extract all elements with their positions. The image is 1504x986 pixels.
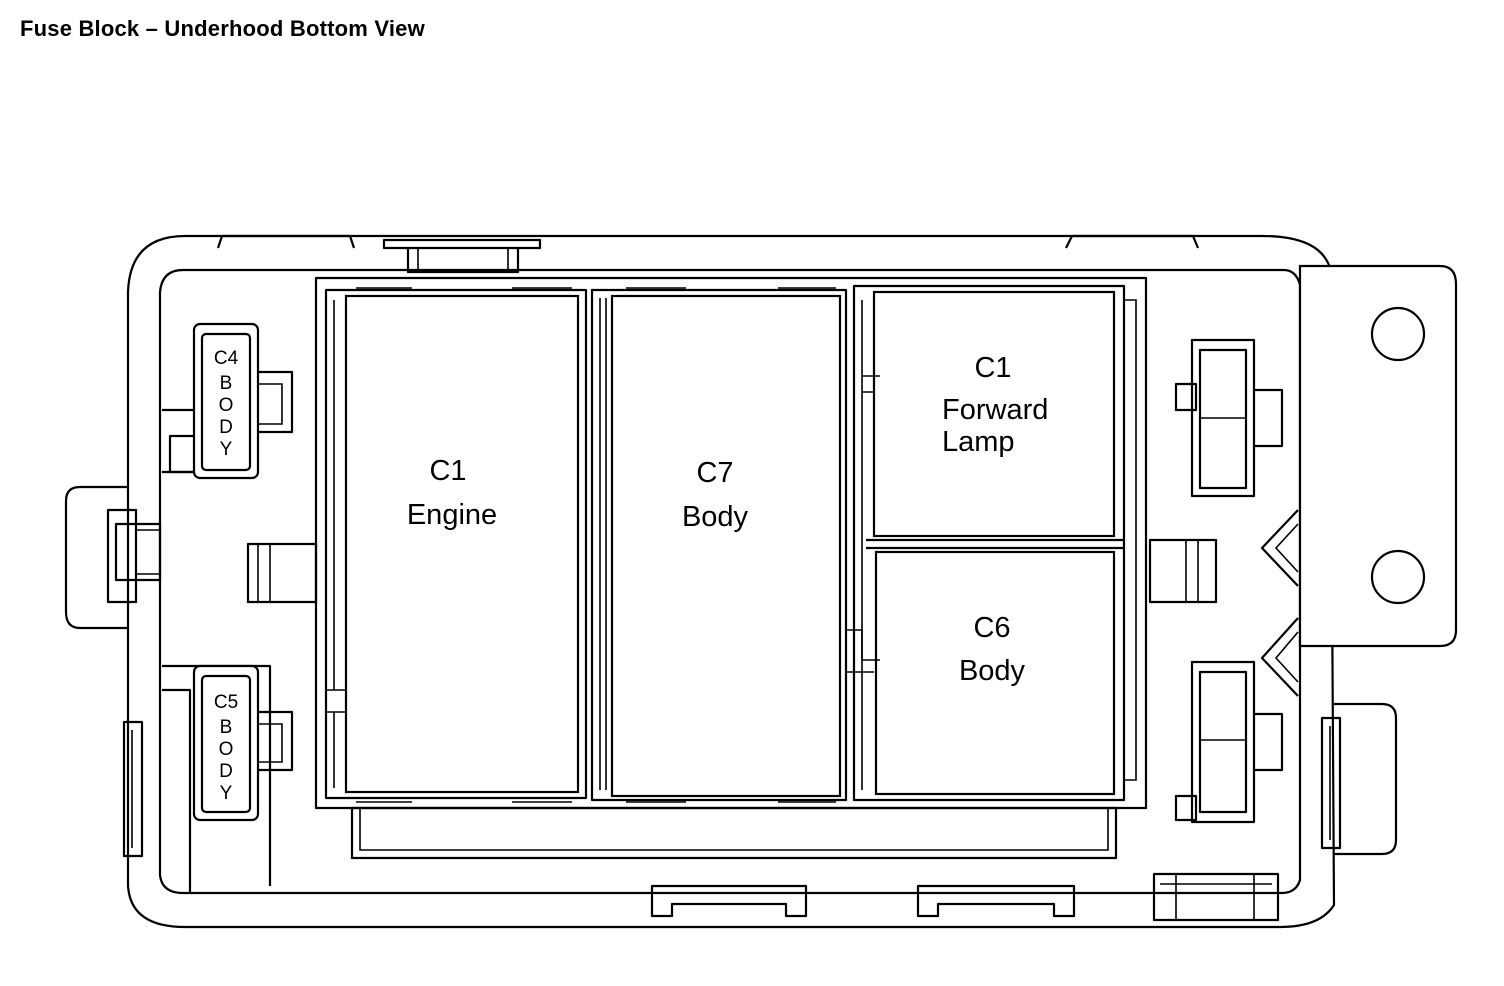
connector-c1: C1 Forward Lamp: [862, 290, 1116, 538]
c4-letter-o: O: [219, 395, 234, 416]
c1-line1-label: Forward: [942, 394, 1048, 426]
connector-c2: C1 Engine: [344, 287, 580, 803]
connector-c5: C5 B O D Y: [192, 664, 260, 822]
connector-c4: C4 B O D Y: [192, 322, 260, 480]
c7-name-label: Body: [682, 501, 749, 533]
c4-letter-y: Y: [220, 439, 233, 460]
c6-id-label: C6: [973, 612, 1010, 644]
c5-letter-b: B: [220, 717, 233, 738]
mounting-hole-bottom-icon: [1370, 549, 1426, 605]
left-details: [122, 370, 318, 893]
page-title: Fuse Block – Underhood Bottom View: [20, 16, 425, 41]
c5-letter-y: Y: [220, 783, 233, 804]
c1-id-label: C1: [974, 352, 1011, 384]
c4-id-label: C4: [214, 348, 239, 369]
c5-letter-d: D: [219, 761, 233, 782]
c2-name-label: Engine: [407, 499, 497, 531]
mounting-flange: [1260, 264, 1458, 697]
housing-outline: [126, 234, 1336, 929]
left-side-tab: [64, 485, 162, 630]
c5-letter-o: O: [219, 739, 234, 760]
c4-letter-b: B: [220, 373, 233, 394]
connector-c6: C6 Body: [846, 550, 1116, 796]
connector-tray: [314, 276, 1148, 860]
c7-id-label: C7: [696, 457, 733, 489]
right-details: [1148, 338, 1284, 922]
right-lower-tab: [1320, 702, 1398, 856]
c1-c6-divider: [866, 538, 1124, 550]
mounting-hole-top-icon: [1370, 306, 1426, 362]
c4-letter-d: D: [219, 417, 233, 438]
c2-id-label: C1: [429, 455, 466, 487]
c6-name-label: Body: [959, 655, 1026, 687]
connector-c7: C7 Body: [610, 287, 842, 803]
c5-id-label: C5: [214, 692, 238, 713]
bottom-latches: [650, 884, 1076, 918]
c1-line2-label: Lamp: [942, 426, 1015, 458]
